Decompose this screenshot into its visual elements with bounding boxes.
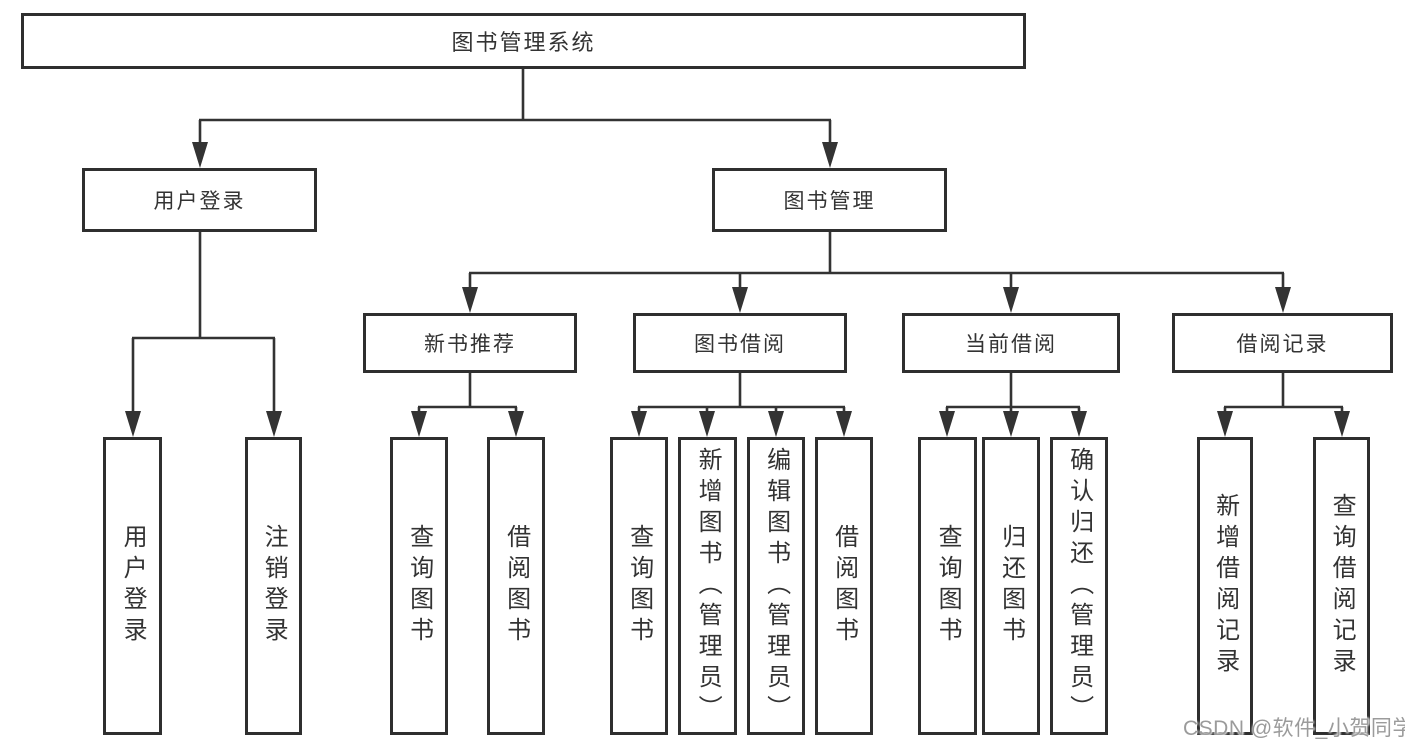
leaf-add-books-admin: 新增图书（管理员） xyxy=(678,437,737,735)
node-borrow-records: 借阅记录 xyxy=(1172,313,1393,373)
connector-current-borrow-children xyxy=(939,373,1087,437)
node-user-login-label: 用户登录 xyxy=(153,190,246,213)
node-new-book-recommend: 新书推荐 xyxy=(363,313,577,373)
leaf-borrow-query-books: 查询图书 xyxy=(610,437,668,735)
node-root-system: 图书管理系统 xyxy=(21,13,1026,69)
node-user-login: 用户登录 xyxy=(82,168,317,232)
leaf-recommend-borrow-books-label: 借阅图书 xyxy=(502,524,530,648)
leaf-add-books-admin-label: 新增图书（管理员） xyxy=(694,446,722,726)
node-root-label: 图书管理系统 xyxy=(451,30,596,55)
connector-book-borrow-children xyxy=(631,373,852,437)
node-book-borrow-label: 图书借阅 xyxy=(694,333,786,356)
leaf-return-books-label: 归还图书 xyxy=(997,524,1025,648)
leaf-query-borrow-record: 查询借阅记录 xyxy=(1313,437,1370,735)
csdn-watermark: CSDN @软件_小贺同学 xyxy=(1183,717,1405,740)
node-new-book-recommend-label: 新书推荐 xyxy=(424,333,516,356)
leaf-user-login-label: 用户登录 xyxy=(119,524,147,648)
leaf-logout: 注销登录 xyxy=(245,437,302,735)
leaf-edit-books-admin: 编辑图书（管理员） xyxy=(747,437,805,735)
leaf-recommend-borrow-books: 借阅图书 xyxy=(487,437,545,735)
leaf-borrow-books-label: 借阅图书 xyxy=(830,524,858,648)
leaf-confirm-return-admin-label: 确认归还（管理员） xyxy=(1065,446,1093,726)
leaf-confirm-return-admin: 确认归还（管理员） xyxy=(1050,437,1108,735)
leaf-add-borrow-record: 新增借阅记录 xyxy=(1197,437,1253,735)
node-book-management: 图书管理 xyxy=(712,168,947,232)
leaf-edit-books-admin-label: 编辑图书（管理员） xyxy=(762,446,790,726)
node-book-management-label: 图书管理 xyxy=(783,190,876,213)
leaf-add-borrow-record-label: 新增借阅记录 xyxy=(1211,493,1239,679)
connector-new-book-recommend-children xyxy=(411,373,524,437)
connector-book-management-children xyxy=(462,232,1291,313)
leaf-borrow-books: 借阅图书 xyxy=(815,437,873,735)
leaf-recommend-query-books: 查询图书 xyxy=(390,437,448,735)
leaf-recommend-query-books-label: 查询图书 xyxy=(405,524,433,648)
connector-root-to-level2 xyxy=(192,69,838,168)
leaf-current-query-books-label: 查询图书 xyxy=(934,524,962,648)
leaf-user-login: 用户登录 xyxy=(103,437,162,735)
leaf-borrow-query-books-label: 查询图书 xyxy=(625,524,653,648)
connector-borrow-records-children xyxy=(1217,373,1350,437)
node-current-borrow: 当前借阅 xyxy=(902,313,1120,373)
leaf-query-borrow-record-label: 查询借阅记录 xyxy=(1328,493,1356,679)
node-book-borrow: 图书借阅 xyxy=(633,313,847,373)
node-borrow-records-label: 借阅记录 xyxy=(1236,333,1329,356)
leaf-return-books: 归还图书 xyxy=(982,437,1040,735)
leaf-logout-label: 注销登录 xyxy=(260,524,288,648)
node-current-borrow-label: 当前借阅 xyxy=(965,333,1057,356)
leaf-current-query-books: 查询图书 xyxy=(918,437,977,735)
connector-user-login-children xyxy=(125,232,282,437)
